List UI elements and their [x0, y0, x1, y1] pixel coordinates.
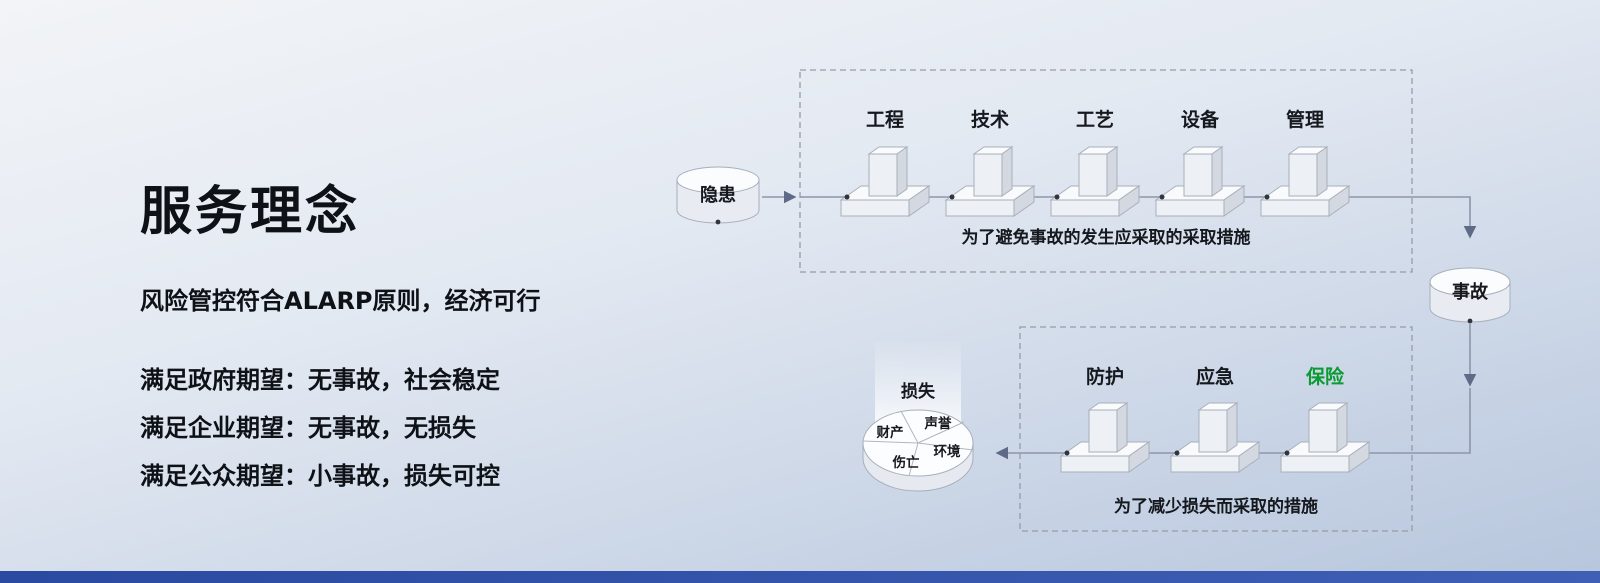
barrier-3d-icon	[1060, 402, 1150, 473]
loss-segment-property: 财产	[876, 424, 904, 441]
footer-bar	[0, 571, 1600, 583]
barrier-insurance: 保险	[1280, 365, 1370, 473]
barrier-label: 防护	[1086, 365, 1124, 388]
barrier-emergency: 应急	[1170, 365, 1260, 473]
barrier-3d-icon	[1280, 402, 1370, 473]
barrier-label: 工程	[866, 109, 904, 131]
barrier-technology: 技术	[945, 108, 1035, 217]
barrier-3d-icon	[1260, 146, 1350, 217]
accident-label: 事故	[1452, 281, 1489, 303]
connector-dot	[1467, 318, 1473, 324]
pie-wedge-line	[917, 442, 974, 451]
loss-segment-reputation: 声誉	[924, 415, 953, 432]
barrier-label: 技术	[971, 108, 1009, 131]
barrier-3d-icon	[840, 146, 930, 217]
connector-dot	[715, 219, 721, 225]
pie-wedge-line	[862, 440, 919, 444]
cylinder-top	[676, 166, 760, 194]
expectation-public: 满足公众期望：小事故，损失可控	[140, 461, 500, 490]
prevention-caption: 为了避免事故的发生应采取的采取措施	[962, 227, 1251, 248]
expectation-government: 满足政府期望：无事故，社会稳定	[140, 365, 500, 394]
page-title: 服务理念	[140, 182, 361, 242]
cylinder-top	[1429, 267, 1511, 297]
barrier-3d-icon	[1170, 402, 1260, 473]
subtitle: 风险管控符合ALARP原则，经济可行	[140, 286, 541, 315]
prevention-box	[799, 69, 1413, 273]
barrier-3d-icon	[1050, 146, 1140, 217]
barrier-engineering: 工程	[840, 109, 930, 217]
pie-wedge-line	[917, 421, 965, 444]
loss-node: 损失 财产 声誉 伤亡 环境	[862, 342, 974, 492]
barrier-label: 管理	[1286, 108, 1324, 131]
barrier-3d-icon	[1155, 146, 1245, 217]
loss-segment-environment: 环境	[934, 443, 962, 460]
loss-segment-casualty: 伤亡	[892, 454, 921, 471]
barrier-label-insurance: 保险	[1305, 365, 1345, 388]
mitigation-box	[1019, 326, 1413, 532]
pie-wedge-line	[908, 442, 919, 477]
barrier-process: 工艺	[1050, 109, 1140, 217]
barrier-label: 设备	[1181, 108, 1220, 131]
hazard-label: 隐患	[700, 185, 736, 206]
barrier-label: 工艺	[1076, 109, 1114, 131]
barrier-label: 应急	[1196, 365, 1234, 388]
mitigation-caption: 为了减少损失而采取的措施	[1114, 496, 1318, 517]
pie-wedge-line	[900, 410, 919, 444]
barrier-protection: 防护	[1060, 365, 1150, 473]
barrier-management: 管理	[1260, 108, 1350, 217]
flow-accident-to-mitigation	[1412, 388, 1471, 454]
barrier-3d-icon	[945, 146, 1035, 217]
barrier-equipment: 设备	[1155, 108, 1245, 217]
hazard-node: 隐患	[676, 166, 760, 225]
left-panel: 服务理念 风险管控符合ALARP原则，经济可行 满足政府期望：无事故，社会稳定 …	[140, 182, 700, 504]
expectation-enterprise: 满足企业期望：无事故，无损失	[140, 413, 476, 442]
expectations-list: 满足政府期望：无事故，社会稳定 满足企业期望：无事故，无损失 满足公众期望：小事…	[140, 360, 700, 491]
loss-label: 损失	[901, 381, 936, 402]
accident-node: 事故	[1429, 267, 1511, 324]
